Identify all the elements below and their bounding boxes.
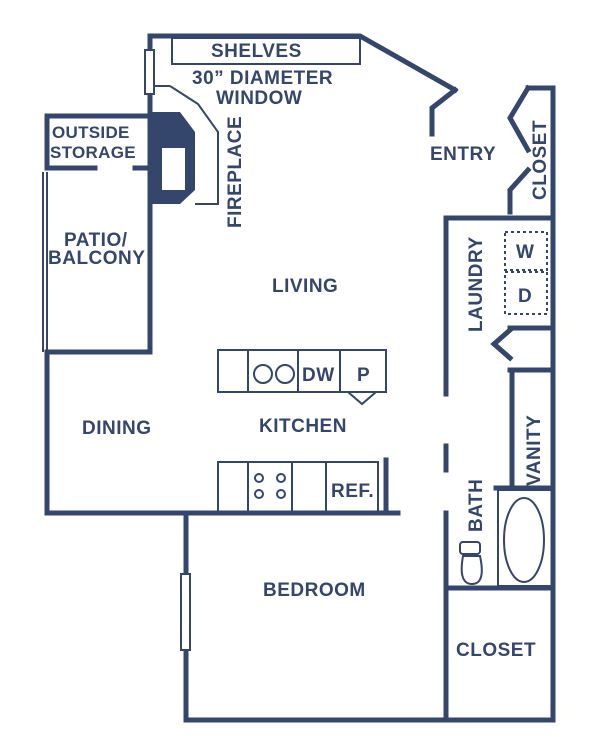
label-bath: BATH (466, 479, 487, 532)
label-bedroom: BEDROOM (263, 580, 366, 601)
kitchen-island (217, 349, 387, 406)
label-pantry: P (357, 365, 370, 386)
toilet (459, 541, 483, 586)
label-dw: DW (302, 365, 335, 386)
bathtub (497, 489, 553, 587)
label-closet-bottom: CLOSET (456, 640, 536, 661)
fireplace (150, 85, 219, 205)
window-bedroom (180, 573, 191, 651)
label-kitchen: KITCHEN (259, 416, 347, 437)
label-fireplace: FIREPLACE (225, 116, 246, 228)
washer-dryer (504, 231, 548, 315)
label-dryer: D (518, 286, 532, 307)
exterior-walls (42, 33, 556, 723)
label-patio-line1: PATIO/ (64, 230, 128, 251)
shelves (171, 37, 361, 65)
label-entry: ENTRY (430, 144, 496, 165)
label-window-line1: 30” DIAMETER (192, 68, 333, 89)
label-shelves: SHELVES (211, 41, 302, 62)
label-vanity: VANITY (524, 415, 545, 486)
label-washer: W (516, 242, 534, 263)
label-dining: DINING (82, 418, 152, 439)
label-window-line2: WINDOW (216, 88, 302, 109)
label-laundry: LAUNDRY (466, 236, 487, 332)
label-ref: REF. (331, 481, 374, 502)
label-living: LIVING (272, 276, 338, 297)
label-outside-line1: OUTSIDE (52, 123, 130, 142)
kitchen-counter (217, 457, 389, 515)
window-left (144, 49, 155, 95)
label-outside-line2: STORAGE (50, 143, 136, 162)
label-closet-top: CLOSET (530, 120, 551, 200)
label-patio-line2: BALCONY (48, 248, 145, 269)
